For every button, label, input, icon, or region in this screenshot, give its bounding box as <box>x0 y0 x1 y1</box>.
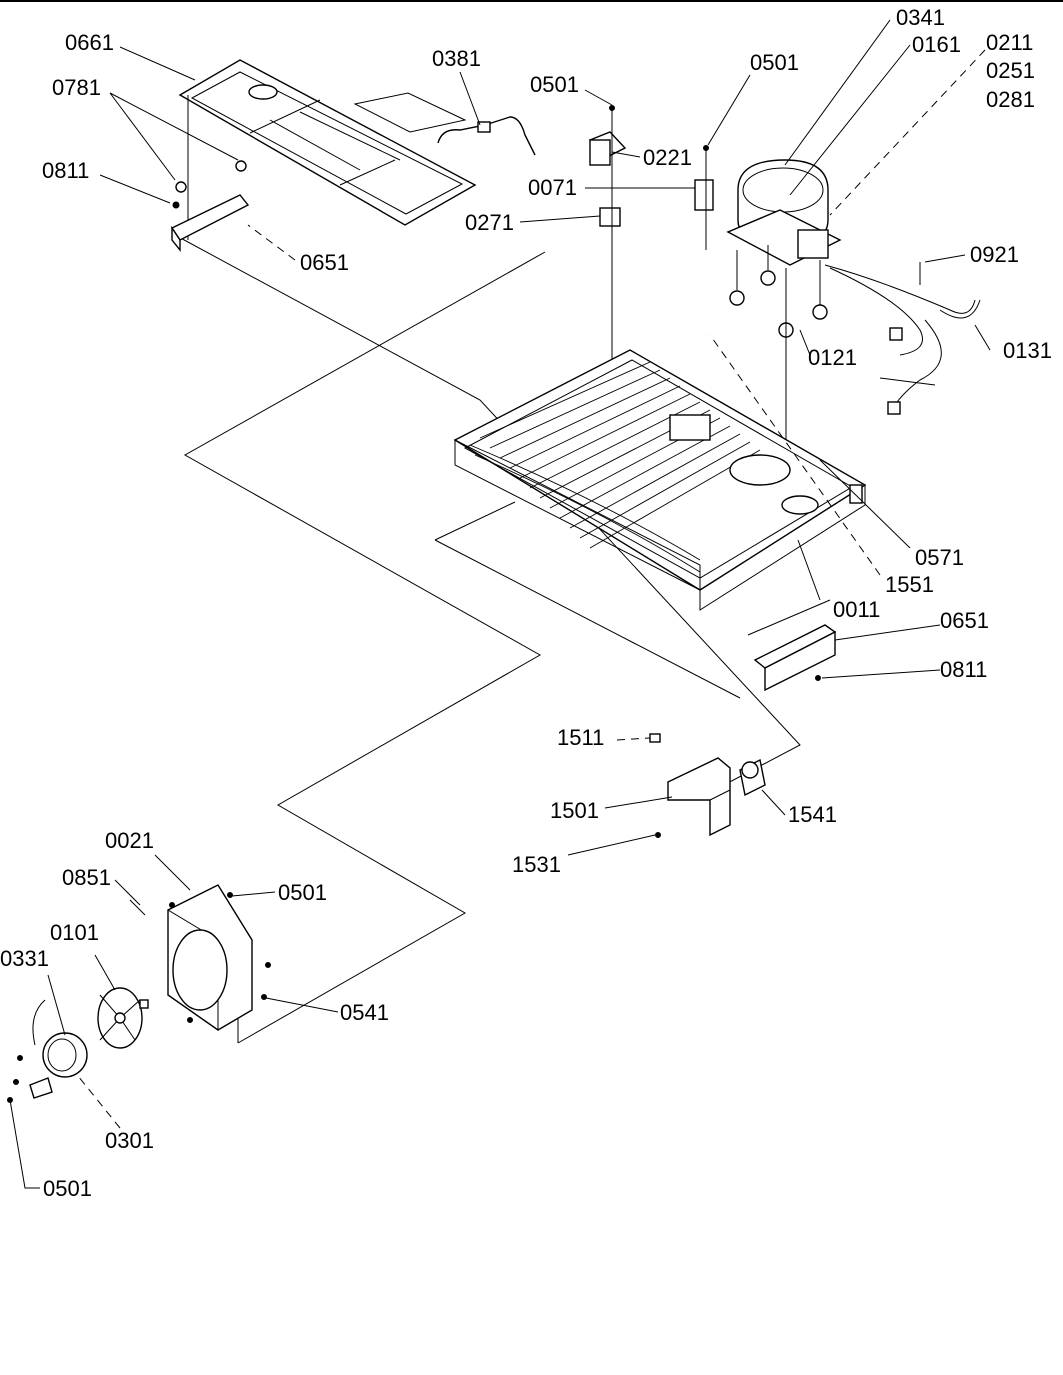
label-0281: 0281 <box>986 87 1035 112</box>
part-labels: 0661 0781 0811 0651 0381 0501 0501 0221 … <box>0 5 1052 1201</box>
label-0221: 0221 <box>643 145 692 170</box>
label-0331: 0331 <box>0 946 49 971</box>
base-pan-condenser <box>453 349 867 611</box>
label-0781: 0781 <box>52 75 101 100</box>
wiring-harness <box>824 262 981 415</box>
label-0101: 0101 <box>50 920 99 945</box>
label-0571: 0571 <box>915 545 964 570</box>
label-0651-right: 0651 <box>940 608 989 633</box>
top-cover-plate <box>178 59 477 240</box>
fan-motor <box>7 999 88 1103</box>
label-1501: 1501 <box>550 798 599 823</box>
label-0341: 0341 <box>896 5 945 30</box>
label-0121: 0121 <box>808 345 857 370</box>
label-0501-shroud: 0501 <box>278 880 327 905</box>
label-0501-motor: 0501 <box>43 1176 92 1201</box>
assembly-outline <box>174 234 831 1044</box>
label-0021: 0021 <box>105 828 154 853</box>
fan-shroud <box>129 884 271 1031</box>
relay-components <box>588 105 714 370</box>
label-0381: 0381 <box>432 46 481 71</box>
label-0541: 0541 <box>340 1000 389 1025</box>
label-0211: 0211 <box>986 30 1033 55</box>
fan-blade <box>97 987 149 1049</box>
label-1511: 1511 <box>557 725 604 750</box>
label-0131: 0131 <box>1003 338 1052 363</box>
label-0651-left: 0651 <box>300 250 349 275</box>
label-1541: 1541 <box>788 802 837 827</box>
label-1551: 1551 <box>885 572 934 597</box>
label-0161: 0161 <box>912 32 961 57</box>
label-0071: 0071 <box>528 175 577 200</box>
compressor <box>726 159 842 520</box>
label-0921: 0921 <box>970 242 1019 267</box>
label-0501-top: 0501 <box>750 50 799 75</box>
label-0301: 0301 <box>105 1128 154 1153</box>
thermostat-capillary <box>353 92 536 156</box>
right-mounting-bracket <box>753 624 837 692</box>
label-0011: 0011 <box>833 597 880 622</box>
label-0501-relay: 0501 <box>530 72 579 97</box>
label-1531: 1531 <box>512 852 561 877</box>
label-0661: 0661 <box>65 30 114 55</box>
left-mounting-bracket <box>170 160 250 252</box>
label-0811-right: 0811 <box>940 657 987 682</box>
leader-lines <box>9 19 991 1189</box>
label-0271: 0271 <box>465 210 514 235</box>
bracket-assembly-1501 <box>649 733 766 838</box>
label-0251: 0251 <box>986 58 1035 83</box>
label-0811-left: 0811 <box>42 158 89 183</box>
label-0851: 0851 <box>62 865 111 890</box>
